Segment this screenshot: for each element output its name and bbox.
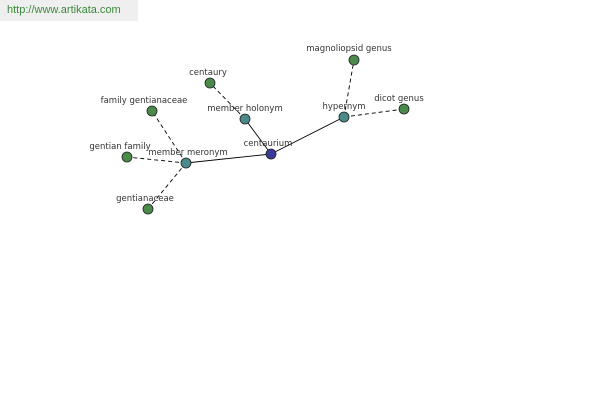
node-label-gentianaceae: gentianaceae [116, 194, 174, 204]
node-label-family-gentianaceae: family gentianaceae [101, 96, 188, 106]
edge-member-meronym-to-family-gentianaceae [151, 110, 187, 164]
edge-member-holonym-to-centaury [209, 82, 246, 120]
nodes-layer [121, 54, 410, 215]
edges-layer [126, 59, 405, 210]
node-label-member-holonym: member holonym [207, 104, 282, 114]
node-label-hypernym: hypernym [322, 102, 365, 112]
node-label-centaurium: centaurium [244, 139, 293, 149]
node-label-gentian-family: gentian family [89, 142, 150, 152]
node-label-centaury: centaury [189, 68, 227, 78]
node-centaurium[interactable] [265, 148, 277, 160]
node-family-gentianaceae[interactable] [146, 105, 158, 117]
labels-layer: centaurium member meronym member holonym hy… [89, 44, 424, 204]
node-label-member-meronym: member meronym [148, 148, 227, 158]
node-centaury[interactable] [204, 77, 216, 89]
node-dicot-genus[interactable] [398, 103, 410, 115]
node-gentian-family[interactable] [121, 151, 133, 163]
edge-member-meronym-to-gentianaceae [147, 162, 187, 210]
edge-hypernym-to-magnoliopsid-genus [343, 59, 355, 118]
url-bar: http://www.artikata.com [0, 0, 138, 21]
edge-hypernym-to-dicot-genus [343, 108, 405, 118]
edge-member-meronym-to-gentian-family [126, 156, 187, 164]
site-url-link[interactable]: http://www.artikata.com [7, 4, 121, 16]
edge-centaurium-to-hypernym [270, 116, 345, 155]
edge-centaurium-to-member-meronym [185, 153, 272, 164]
node-gentianaceae[interactable] [142, 203, 154, 215]
node-member-meronym[interactable] [180, 157, 192, 169]
edge-centaurium-to-member-holonym [244, 118, 272, 155]
node-hypernym[interactable] [338, 111, 350, 123]
node-label-magnoliopsid-genus: magnoliopsid genus [306, 44, 392, 54]
node-member-holonym[interactable] [239, 113, 251, 125]
node-label-dicot-genus: dicot genus [374, 94, 424, 104]
node-magnoliopsid-genus[interactable] [348, 54, 360, 66]
